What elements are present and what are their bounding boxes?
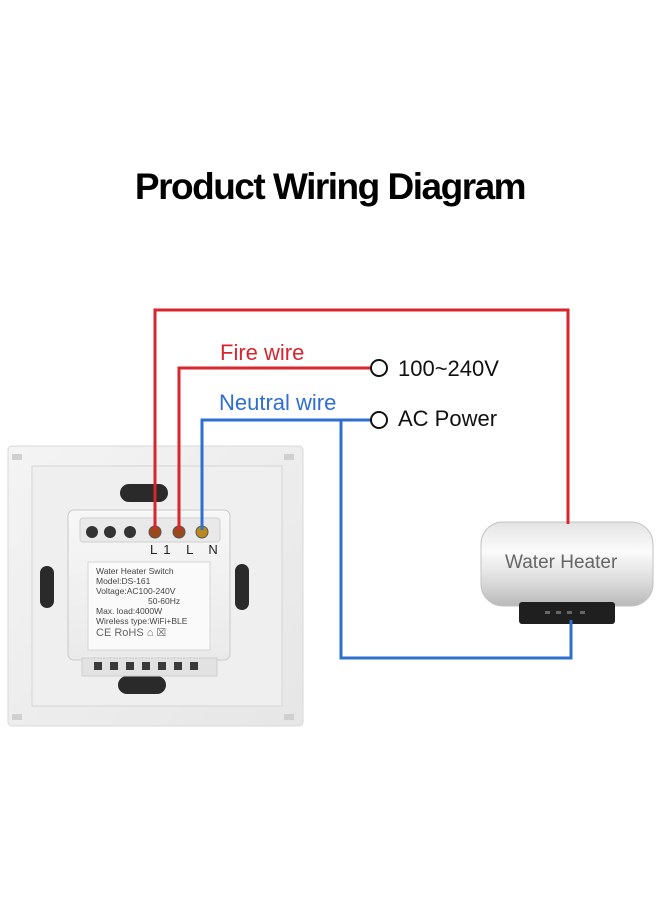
water-heater-label: Water Heater: [505, 552, 618, 573]
spec-line: Wireless type:WiFi+BLE: [96, 616, 188, 626]
voltage-label: 100~240V: [398, 356, 499, 381]
spec-line: Voltage:AC100-240V: [96, 586, 176, 596]
wired-terminals: [148, 525, 209, 539]
mounting-slot-right: [235, 564, 249, 610]
spec-line: Model:DS-161: [96, 576, 151, 586]
fire-wire-l1-to-heater: [153, 308, 570, 530]
certification-marks: CE RoHS ⌂ ☒: [96, 627, 167, 639]
ac-power-label: AC Power: [398, 406, 498, 431]
mounting-slot-bottom: [118, 676, 166, 694]
spec-line: 50-60Hz: [148, 596, 181, 606]
supply-point-live: [370, 359, 388, 377]
spec-line: Max. load:4000W: [96, 606, 163, 616]
page-title: Product Wiring Diagram: [134, 166, 527, 207]
module-bottom-vents: [94, 662, 198, 670]
neutral-wire-to-heater: [339, 420, 573, 660]
unused-terminals: [86, 526, 136, 538]
fire-wire-label: Fire wire: [220, 340, 305, 365]
spec-label-panel: [87, 561, 211, 651]
terminal-labels: L1 L N: [150, 542, 224, 557]
spec-line: Water Heater Switch: [96, 566, 174, 576]
neutral-wire-n-to-supply: [200, 418, 371, 530]
fire-wire-l-to-supply: [177, 366, 371, 530]
supply-point-neutral: [370, 411, 388, 429]
mounting-slot-left: [40, 566, 54, 608]
neutral-wire-label: Neutral wire: [219, 390, 337, 415]
mounting-slot-top: [120, 484, 168, 502]
